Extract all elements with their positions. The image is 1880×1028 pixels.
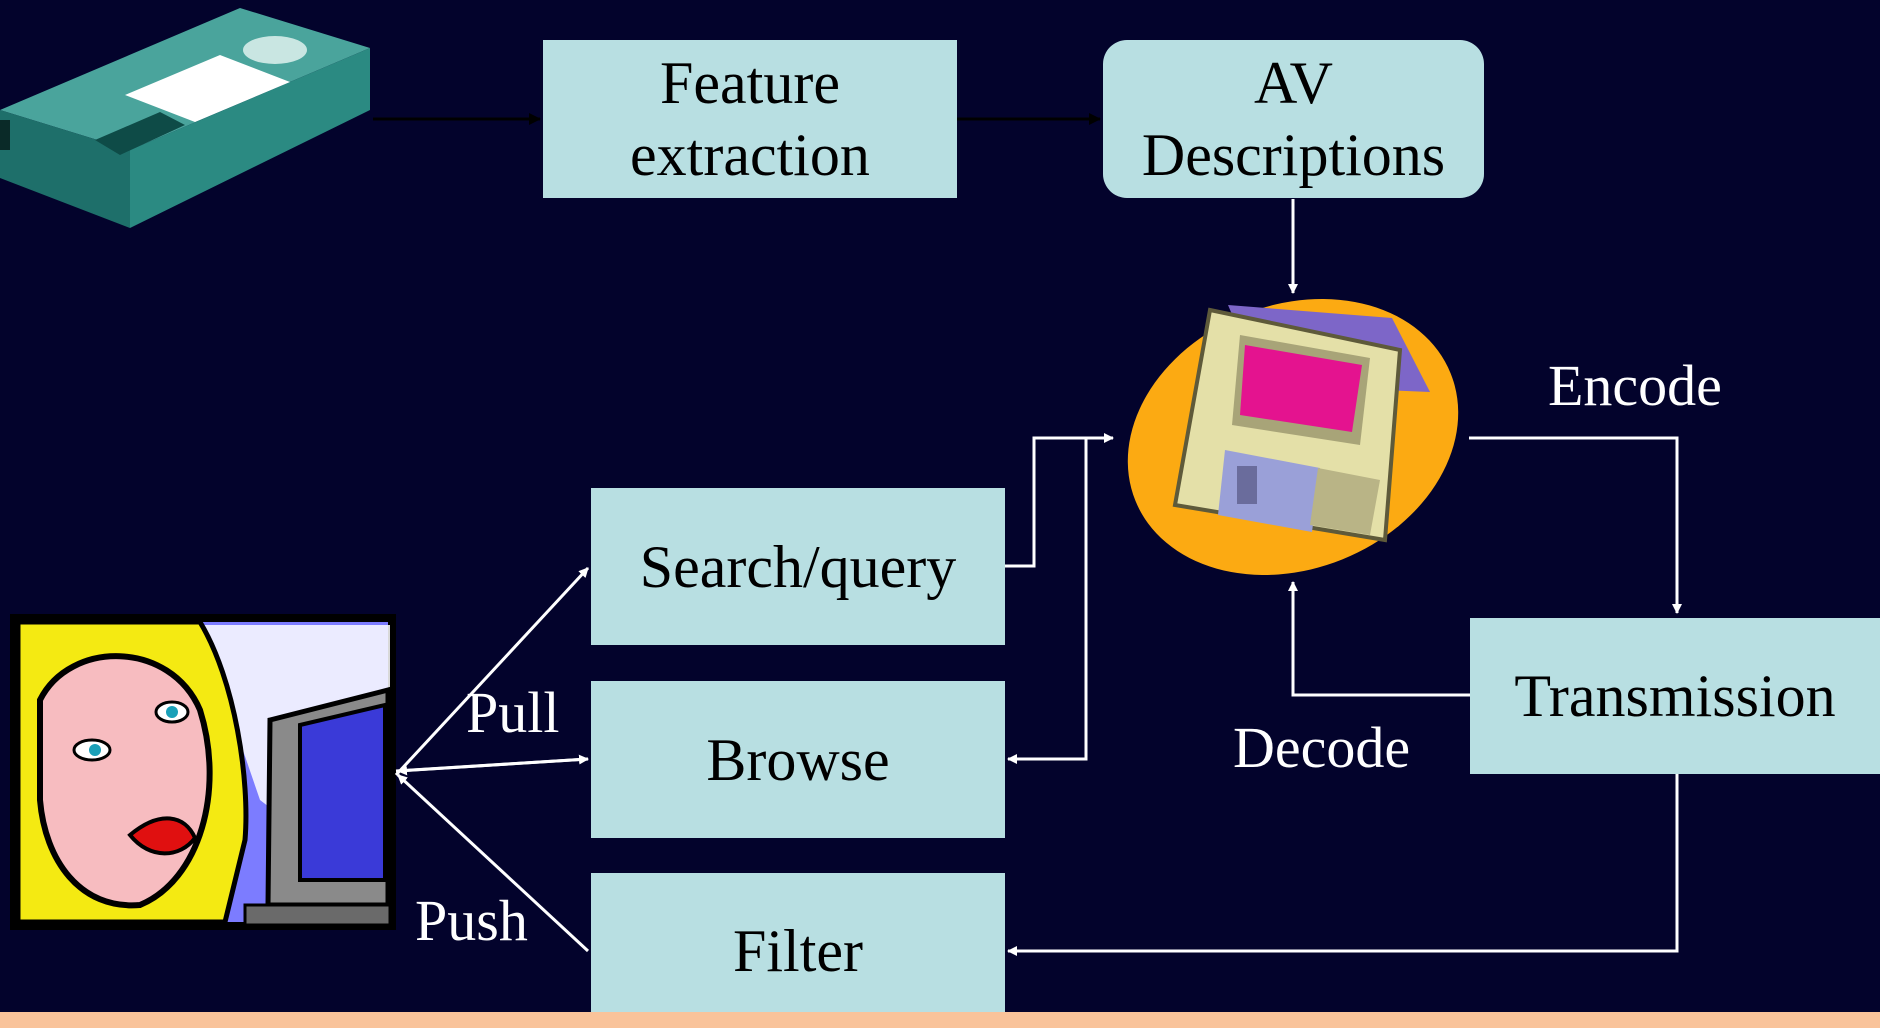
- transmission-label: Transmission: [1514, 663, 1836, 729]
- browse-label: Browse: [706, 726, 890, 793]
- videocassette-icon: [0, 8, 370, 228]
- encode-arrow: [1469, 436, 1682, 614]
- feature-extraction-label: Feature extraction: [630, 50, 870, 188]
- push-filter-to-user-arrow: [396, 773, 590, 953]
- woman-at-computer-icon: [10, 614, 396, 930]
- browse-to-user-arrow: [397, 757, 589, 776]
- feature-extraction-box: Feature extraction: [543, 40, 957, 198]
- transmission-to-filter-arrow: [1007, 774, 1679, 956]
- encode-label: Encode: [1548, 353, 1722, 418]
- browse-box: Browse: [591, 681, 1005, 838]
- storage-to-browse-arrow: [1007, 438, 1088, 764]
- floppy-disk-icon: [1127, 299, 1459, 575]
- decode-label: Decode: [1233, 715, 1411, 780]
- transmission-box: Transmission: [1470, 618, 1880, 774]
- search-query-label: Search/query: [639, 533, 957, 600]
- av-descriptions-box: AV Descriptions: [1103, 40, 1484, 198]
- filter-box: Filter: [591, 873, 1005, 1028]
- decode-arrow: [1288, 581, 1470, 697]
- bottom-band: [0, 1012, 1880, 1028]
- av-descriptions-label: AV Descriptions: [1141, 50, 1446, 188]
- push-label: Push: [415, 888, 528, 953]
- filter-label: Filter: [733, 917, 863, 984]
- pull-search-arrow: [394, 566, 590, 777]
- search-query-box: Search/query: [591, 488, 1005, 645]
- pull-label: Pull: [466, 680, 560, 745]
- search-to-storage-arrow: [1005, 433, 1114, 568]
